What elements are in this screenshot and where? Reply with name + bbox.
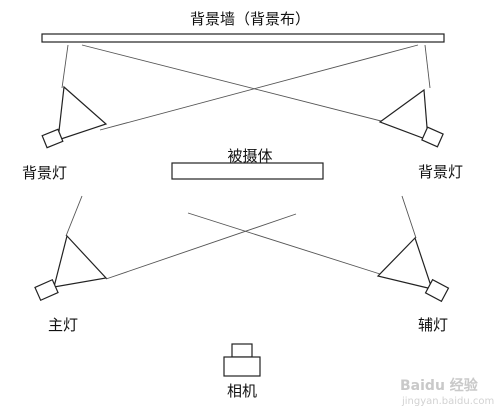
backdrop-label: 背景墙（背景布） <box>190 10 310 28</box>
beam-line <box>61 44 69 89</box>
background-light-right <box>378 88 444 148</box>
background-light-left <box>41 85 108 149</box>
baidu-watermark: Baidu 经验 jingyan.baidu.com <box>400 377 494 407</box>
subject-label: 被摄体 <box>227 147 272 165</box>
beam-line <box>105 213 297 280</box>
beam-line <box>424 44 431 89</box>
camera-label: 相机 <box>227 382 257 400</box>
beam-line <box>401 195 417 239</box>
camera-icon <box>223 343 261 377</box>
beam-line <box>99 44 419 131</box>
backdrop <box>41 33 445 43</box>
fill-light-label: 辅灯 <box>418 316 448 334</box>
background-light-left-label: 背景灯 <box>22 164 67 182</box>
fill-light <box>376 236 450 303</box>
watermark-brand: Baidu 经验 <box>400 377 479 394</box>
beam-line <box>187 212 381 275</box>
key-light-label: 主灯 <box>48 316 78 334</box>
subject <box>171 162 324 180</box>
beam-line <box>81 44 386 123</box>
key-light <box>34 234 108 302</box>
background-light-right-label: 背景灯 <box>418 163 463 181</box>
watermark-url: jingyan.baidu.com <box>401 396 494 407</box>
beam-line <box>65 195 83 237</box>
